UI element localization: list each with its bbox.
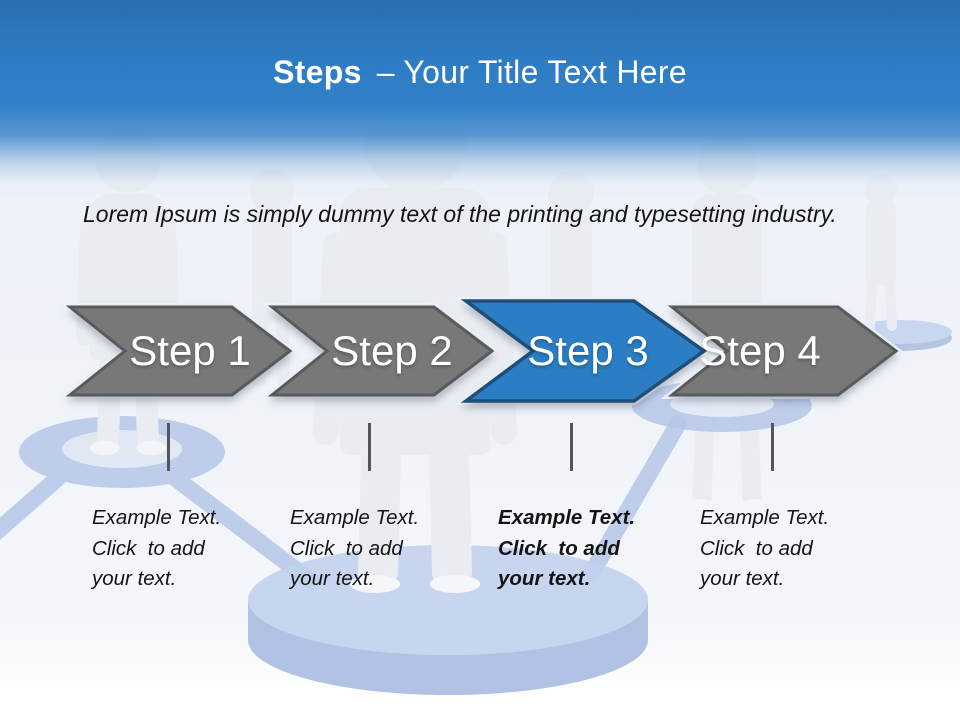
step-3-label[interactable]: Step 3: [527, 327, 649, 374]
step-4-note[interactable]: Example Text. Click to add your text.: [700, 506, 830, 590]
steps-arrows: [58, 297, 903, 405]
network-disc-center: [248, 545, 648, 695]
step-1-label[interactable]: Step 1: [129, 327, 251, 374]
network-bar: [0, 469, 67, 541]
step-1-tick: [167, 423, 170, 471]
step-3-note[interactable]: Example Text. Click to add your text.: [498, 506, 636, 590]
step-1-note[interactable]: Example Text. Click to add your text.: [92, 506, 222, 590]
step-1-arrow-shape[interactable]: [65, 305, 293, 397]
step-2-note[interactable]: Example Text. Click to add your text.: [290, 506, 420, 590]
network-bar: [583, 415, 687, 581]
step-4-arrow-shape[interactable]: [667, 305, 899, 397]
title-subtitle: – Your Title Text Here: [376, 54, 687, 90]
step-3-tick: [570, 423, 573, 471]
step-3-arrow-shape[interactable]: [460, 299, 708, 403]
intro-paragraph[interactable]: Lorem Ipsum is simply dummy text of the …: [83, 201, 837, 227]
step-2-label[interactable]: Step 2: [331, 327, 453, 374]
title-keyword: Steps: [273, 54, 362, 90]
network-bar: [153, 459, 321, 591]
step-4-label[interactable]: Step 4: [699, 327, 821, 374]
step-4-tick: [771, 423, 774, 471]
step-2-arrow-shape[interactable]: [267, 305, 495, 397]
step-2-tick: [368, 423, 371, 471]
slide-title[interactable]: Steps – Your Title Text Here: [0, 54, 960, 91]
